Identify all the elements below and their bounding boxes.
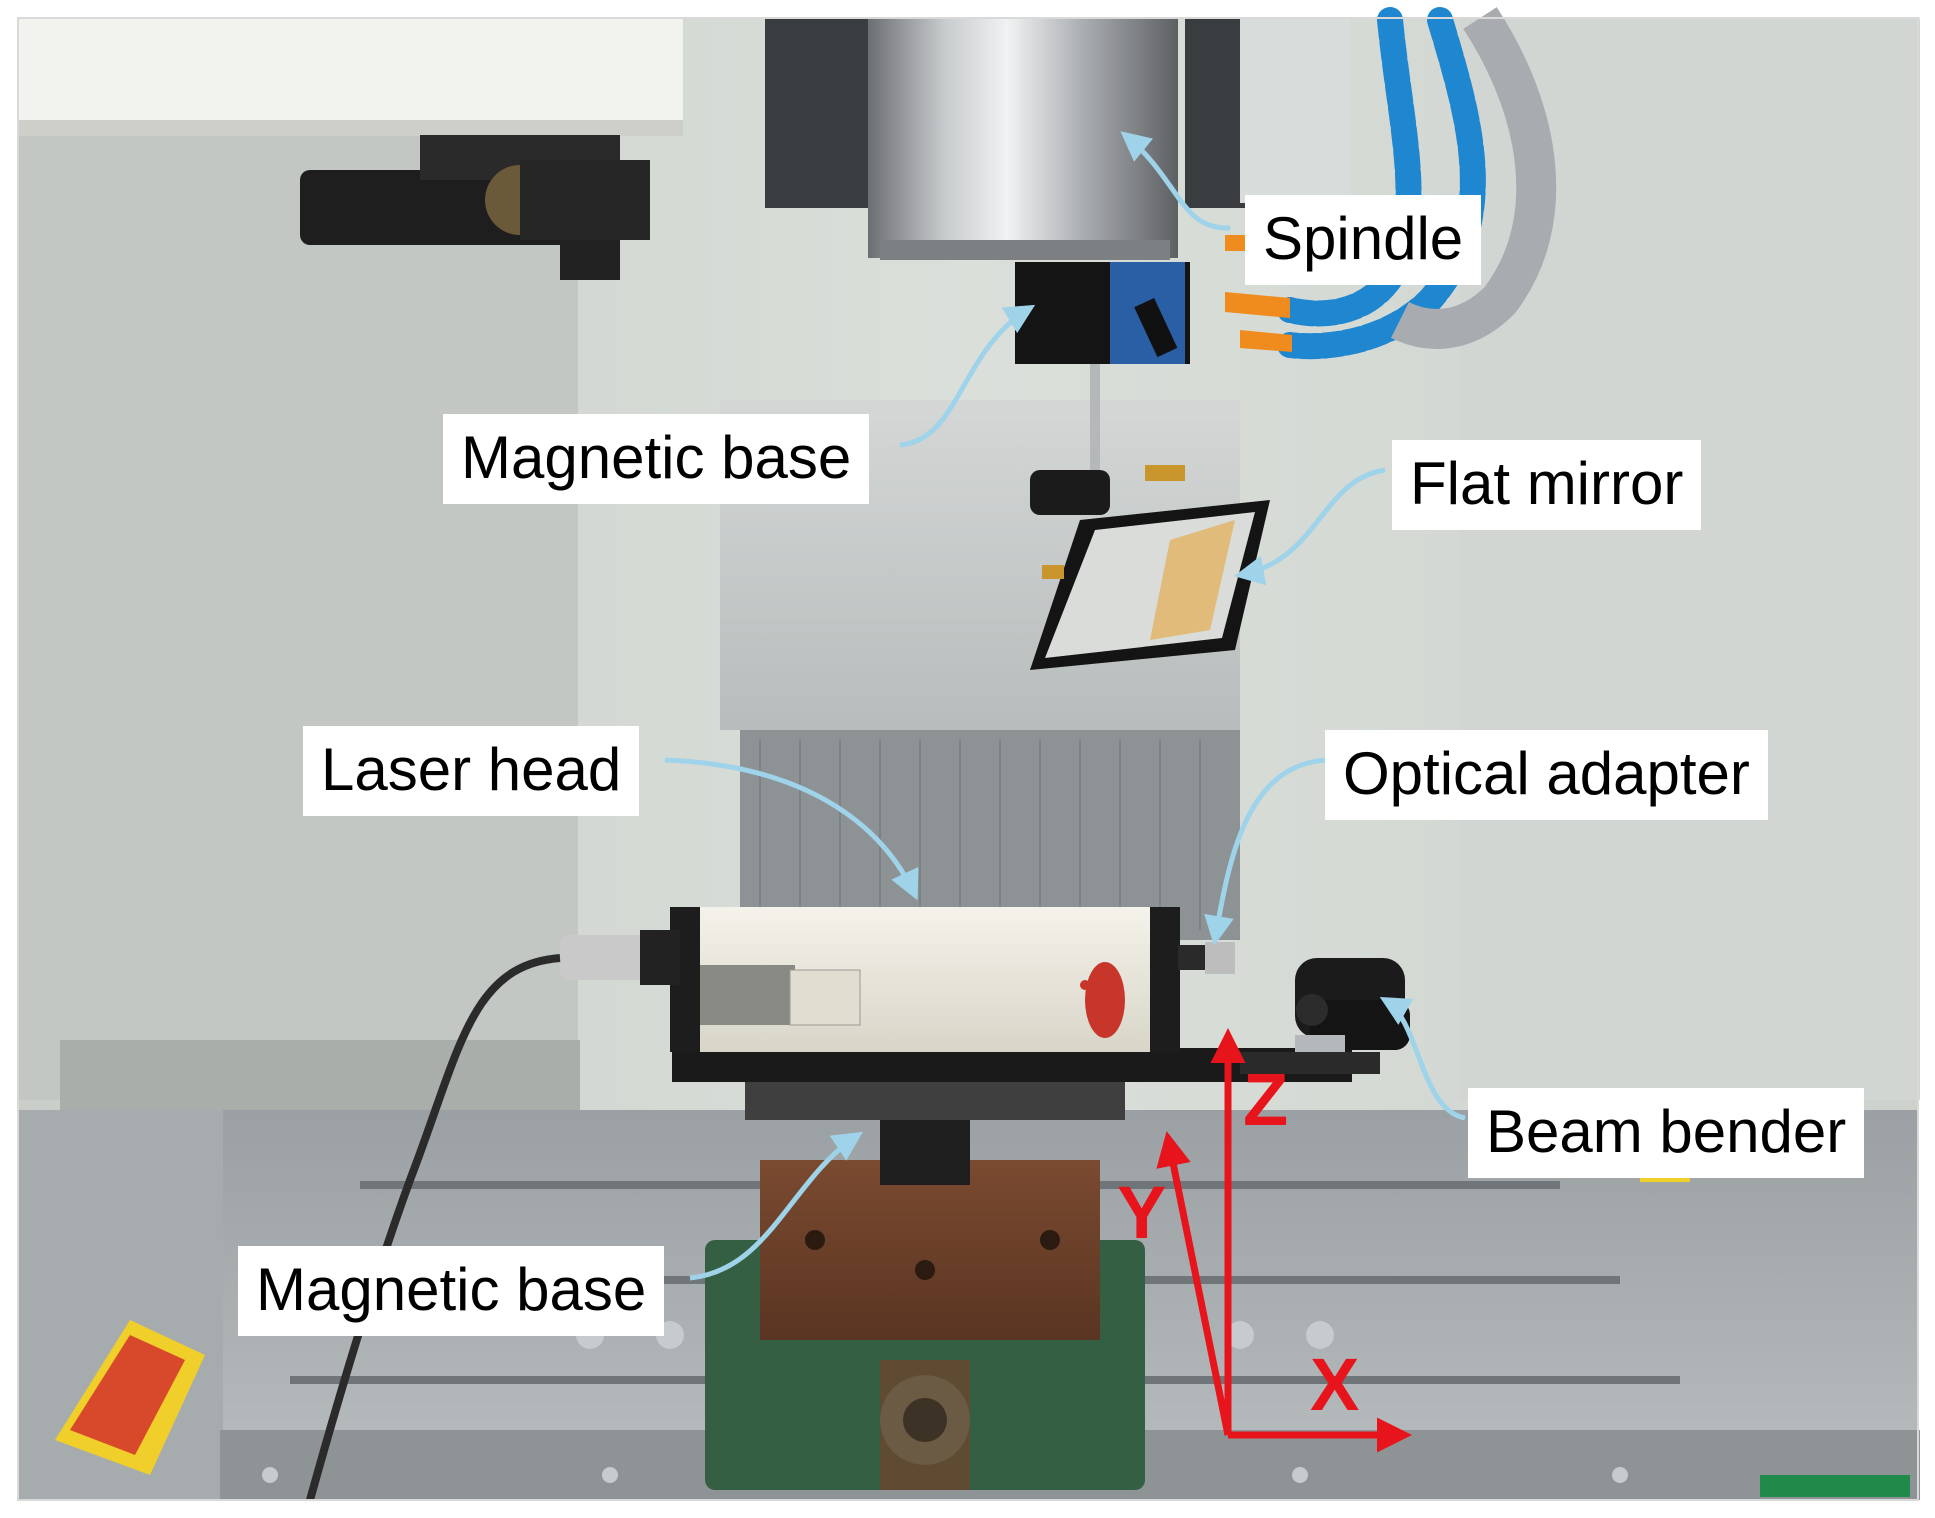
clamp-assembly xyxy=(300,135,650,280)
label-flat-mirror: Flat mirror xyxy=(1392,440,1702,530)
beam-bender xyxy=(1240,958,1410,1074)
table-label-plate xyxy=(1760,1475,1910,1497)
tool-changer-housing xyxy=(18,18,683,136)
machine-vise xyxy=(705,1080,1145,1490)
axis-label-z: Z xyxy=(1243,1058,1289,1141)
axis-label-x: X xyxy=(1310,1343,1360,1426)
leader-lines xyxy=(664,131,1466,1281)
sticker-packet xyxy=(55,1320,205,1475)
axis-label-y: Y xyxy=(1117,1171,1167,1254)
coolant-nozzles xyxy=(1225,235,1292,352)
label-magnetic-base-bottom: Magnetic base xyxy=(238,1246,665,1336)
label-magnetic-base-top: Magnetic base xyxy=(443,414,870,504)
label-laser-head: Laser head xyxy=(303,726,640,816)
left-wall-panel xyxy=(18,130,578,1100)
label-beam-bender: Beam bender xyxy=(1468,1088,1865,1178)
column-lower-panel xyxy=(740,730,1240,940)
coordinate-axes xyxy=(1156,1028,1412,1453)
flat-mirror xyxy=(1030,465,1270,670)
laser-cable xyxy=(306,954,561,1502)
label-optical-adapter: Optical adapter xyxy=(1325,730,1768,820)
steel-conduit xyxy=(1391,7,1557,349)
label-spindle: Spindle xyxy=(1245,195,1482,285)
spindle-mount-left xyxy=(765,18,885,208)
upper-magnetic-base xyxy=(1015,262,1190,484)
y-axis-arrow xyxy=(1156,1131,1232,1436)
